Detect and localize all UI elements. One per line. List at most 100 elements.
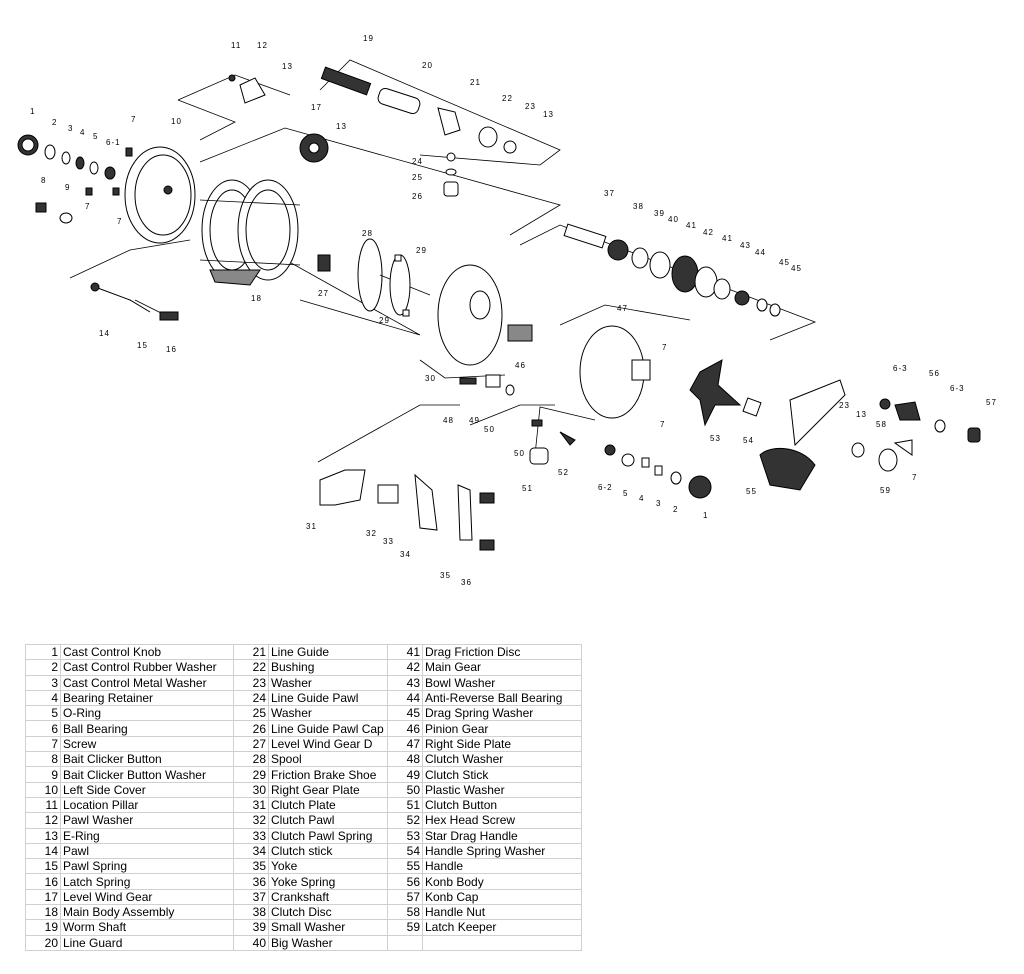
part-name: Screw — [60, 735, 234, 753]
callout-label: 27 — [318, 289, 329, 298]
callout-label: 17 — [311, 103, 322, 112]
part-number: 38 — [233, 904, 269, 921]
callout-label: 4 — [639, 494, 644, 503]
part-name: Clutch Stick — [422, 766, 582, 783]
part-name: Right Gear Plate — [268, 781, 388, 798]
callout-label: 7 — [662, 343, 667, 352]
callout-label: 7 — [660, 420, 665, 429]
part-number: 35 — [233, 858, 269, 875]
callout-label: 24 — [412, 157, 423, 166]
part-number: 29 — [233, 766, 269, 783]
callout-label: 44 — [755, 248, 766, 257]
part-name: Bushing — [268, 659, 388, 676]
callout-label: 20 — [422, 61, 433, 70]
part-name: Star Drag Handle — [422, 827, 582, 844]
part-name: Bait Clicker Button — [60, 751, 234, 768]
callout-label: 7 — [117, 217, 122, 226]
part-number: 47 — [387, 735, 423, 753]
callout-label: 22 — [502, 94, 513, 103]
part-name: Hex Head Screw — [422, 812, 582, 829]
callout-label: 12 — [257, 41, 268, 50]
callout-label: 26 — [412, 192, 423, 201]
part-name: Ball Bearing — [60, 720, 234, 737]
part-name: Clutch Pawl — [268, 812, 388, 829]
part-number: 56 — [387, 873, 423, 890]
callout-label: 6-3 — [893, 364, 908, 373]
callout-label: 29 — [379, 316, 390, 325]
part-name: Yoke Spring — [268, 873, 388, 890]
callout-label: 45 — [779, 258, 790, 267]
callout-label: 48 — [443, 416, 454, 425]
part-number: 43 — [387, 674, 423, 691]
part-name: Latch Spring — [60, 873, 234, 890]
part-name: Pawl — [60, 842, 234, 860]
part-name: Clutch Plate — [268, 796, 388, 814]
part-name: O-Ring — [60, 705, 234, 722]
callout-label: 29 — [416, 246, 427, 255]
callout-label: 50 — [514, 449, 525, 458]
part-number: 32 — [233, 812, 269, 829]
clutch-parts — [319, 374, 576, 551]
part-number: 54 — [387, 842, 423, 860]
part-number: 30 — [233, 781, 269, 798]
callout-label: 28 — [362, 229, 373, 238]
callout-label: 13 — [856, 410, 867, 419]
part-number: 50 — [387, 781, 423, 798]
part-number: 5 — [25, 705, 61, 722]
part-name: Level Wind Gear — [60, 888, 234, 906]
part-number: 51 — [387, 796, 423, 814]
callout-label: 1 — [703, 511, 708, 520]
part-name: Friction Brake Shoe — [268, 766, 388, 783]
part-number: 26 — [233, 720, 269, 737]
part-name: Big Washer — [268, 934, 388, 951]
callout-label: 4 — [80, 128, 85, 137]
callout-label: 34 — [400, 550, 411, 559]
callout-label: 6-3 — [950, 384, 965, 393]
part-name: Handle Spring Washer — [422, 842, 582, 860]
callout-label: 14 — [99, 329, 110, 338]
part-name: Line Guide Pawl Cap — [268, 720, 388, 737]
part-number: 39 — [233, 919, 269, 936]
callout-label: 5 — [623, 489, 628, 498]
part-name: Clutch Pawl Spring — [268, 827, 388, 844]
exploded-parts-diagram: 19 20 21 22 23 13 11 12 13 17 13 24 25 2… — [17, 34, 996, 587]
part-number: 13 — [25, 827, 61, 844]
part-name: Anti-Reverse Ball Bearing — [422, 689, 582, 707]
callout-label: 13 — [282, 62, 293, 71]
part-number: 48 — [387, 751, 423, 768]
part-number: 37 — [233, 888, 269, 906]
part-name: Handle — [422, 858, 582, 875]
part-name: Bowl Washer — [422, 674, 582, 691]
part-number: 22 — [233, 659, 269, 676]
part-number: 33 — [233, 827, 269, 844]
callout-label: 54 — [743, 436, 754, 445]
part-number: 21 — [233, 643, 269, 661]
callout-label: 5 — [93, 132, 98, 141]
callout-label: 8 — [41, 176, 46, 185]
part-number: 44 — [387, 689, 423, 707]
callout-label: 45 — [791, 264, 802, 273]
callout-label: 3 — [68, 124, 73, 133]
part-name: Line Guide Pawl — [268, 689, 388, 707]
callout-label: 1 — [30, 107, 35, 116]
part-number: 25 — [233, 705, 269, 722]
part-name: Latch Keeper — [422, 919, 582, 936]
part-name: Konb Cap — [422, 888, 582, 906]
part-number: 31 — [233, 796, 269, 814]
part-name: Level Wind Gear D — [268, 735, 388, 753]
callout-label: 13 — [336, 122, 347, 131]
callout-label: 25 — [412, 173, 423, 182]
part-name: Cast Control Metal Washer — [60, 674, 234, 691]
part-name: Pinion Gear — [422, 720, 582, 737]
part-number: 23 — [233, 674, 269, 691]
part-number: 20 — [25, 934, 61, 951]
part-name: Clutch Button — [422, 796, 582, 814]
callout-label: 32 — [366, 529, 377, 538]
callout-label: 50 — [484, 425, 495, 434]
